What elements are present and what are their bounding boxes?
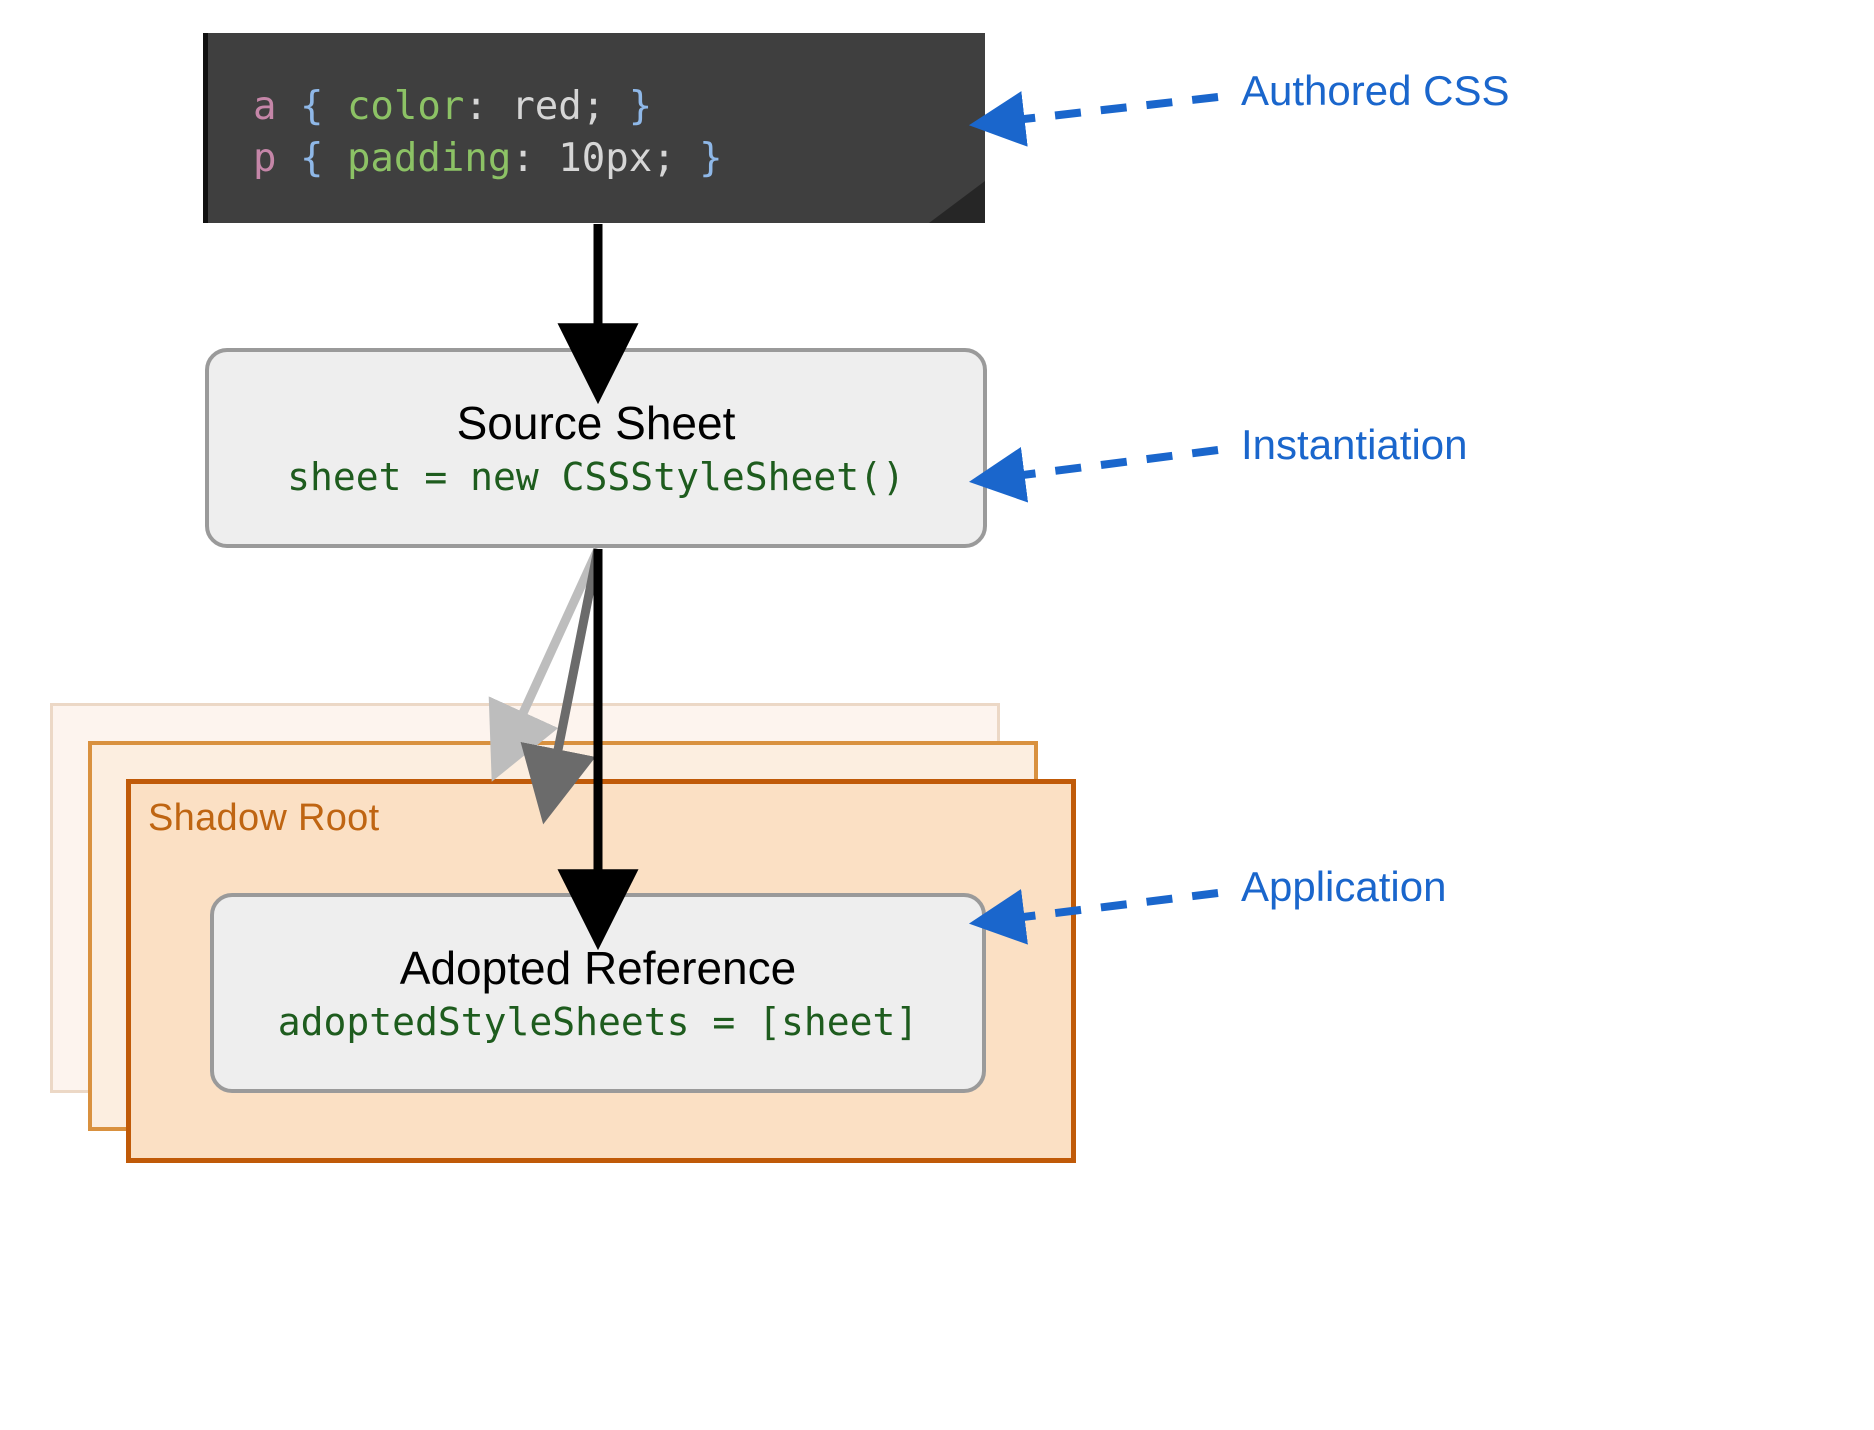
annotation-line-authored-css xyxy=(968,91,1219,147)
annotation-label-application: Application xyxy=(1241,863,1446,910)
code-line-2: p { padding: 10px; } xyxy=(253,136,723,181)
code-line-1: a { color: red; } xyxy=(253,84,652,129)
css-value-red: red xyxy=(511,84,582,129)
annotation-line-instantiation xyxy=(968,446,1219,503)
brace-open-2: { xyxy=(299,136,324,181)
css-property-padding: padding xyxy=(346,136,512,181)
brace-open-1: { xyxy=(299,84,324,129)
code-lines: a { color: red; } p { padding: 10px; } xyxy=(253,81,723,185)
adopted-reference-title: Adopted Reference xyxy=(399,941,797,994)
css-property-color: color xyxy=(346,84,465,129)
authored-css-code-block: a { color: red; } p { padding: 10px; } xyxy=(203,33,985,223)
semicolon-2: ; xyxy=(652,136,676,181)
arrow-source-to-shadow-back xyxy=(488,547,603,782)
brace-close-2: } xyxy=(699,136,723,181)
css-value-10px: 10px xyxy=(558,136,653,181)
colon-1: : xyxy=(464,84,488,129)
css-selector-p: p xyxy=(253,136,277,181)
css-selector-a: a xyxy=(253,84,277,129)
annotation-label-authored-css: Authored CSS xyxy=(1241,67,1510,114)
source-sheet-title: Source Sheet xyxy=(456,396,736,449)
annotation-label-instantiation: Instantiation xyxy=(1241,421,1468,468)
adopted-reference-code: adoptedStyleSheets = [sheet] xyxy=(277,1000,919,1045)
semicolon-1: ; xyxy=(581,84,606,129)
brace-close-1: } xyxy=(628,84,653,129)
adopted-reference-box: Adopted Reference adoptedStyleSheets = [… xyxy=(210,893,986,1093)
code-sheet-shape xyxy=(203,33,985,223)
shadow-root-label: Shadow Root xyxy=(148,797,380,839)
source-sheet-box: Source Sheet sheet = new CSSStyleSheet() xyxy=(205,348,987,548)
code-block-left-edge xyxy=(203,33,208,223)
colon-2: : xyxy=(511,136,535,181)
source-sheet-code: sheet = new CSSStyleSheet() xyxy=(287,455,905,500)
